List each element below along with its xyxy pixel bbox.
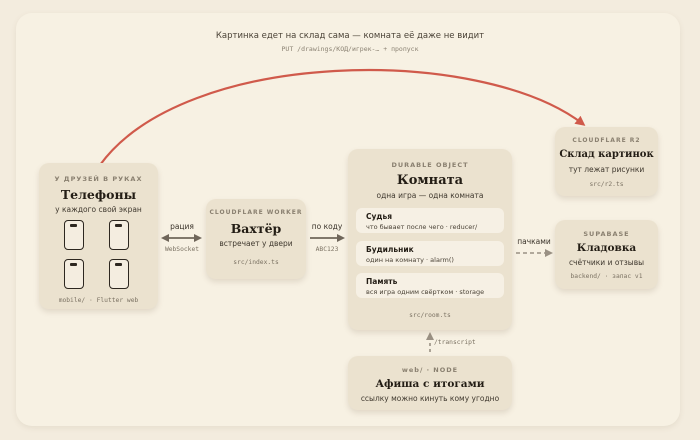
phones-kicker: У ДРУЗЕЙ В РУКАХ [54, 175, 143, 183]
room-title: Комната [396, 173, 464, 188]
node-subtitle: ссылку можно кинуть кому угодно [360, 394, 500, 403]
phone-icon [109, 259, 129, 289]
phone-icon [64, 220, 84, 250]
edge-label-main: рация [170, 222, 194, 231]
phones-title: Телефоны [60, 187, 137, 202]
edge-label-worker-room: по коду [300, 222, 354, 231]
r2-path: src/r2.ts [589, 181, 624, 188]
room-item-desc: один на комнату · alarm() [366, 256, 454, 264]
room-path: src/room.ts [409, 312, 451, 319]
node-title: Афиша с итогами [375, 378, 485, 390]
room-item-title: Судья [366, 212, 393, 221]
r2-title: Склад картинок [559, 149, 654, 160]
node-card: web/ · NODE Афиша с итогами ссылку можно… [348, 356, 512, 410]
room-item-desc: вся игра одним свёртком · storage [366, 288, 485, 296]
node-kicker: web/ · NODE [401, 366, 459, 374]
diagram-subcaption: PUT /drawings/КОД/игрек-… + пропуск [281, 45, 419, 53]
room-kicker: DURABLE OBJECT [391, 161, 469, 169]
supabase-title: Кладовка [576, 242, 637, 254]
phones-path: mobile/ · Flutter web [58, 297, 139, 304]
r2-card: CLOUDFLARE R2 Склад картинок тут лежат р… [555, 127, 658, 196]
phone-icon [64, 259, 84, 289]
diagram-caption: Картинка едет на склад сама — комната её… [215, 31, 485, 41]
supabase-path: backend/ · запас v1 [570, 273, 643, 280]
r2-kicker: CLOUDFLARE R2 [572, 137, 641, 144]
room-subtitle: одна игра — одна комната [376, 191, 484, 200]
room-card: DURABLE OBJECT Комната одна игра — одна … [348, 149, 512, 330]
room-item-judge: Судья что бывает после чего · reducer/ [356, 208, 504, 233]
room-item-title: Память [366, 277, 398, 286]
phone-icon [109, 220, 129, 250]
worker-title: Вахтёр [230, 221, 282, 236]
worker-card: CLOUDFLARE WORKER Вахтёр встречает у две… [206, 199, 306, 279]
phones-card: У ДРУЗЕЙ В РУКАХ Телефоны у каждого свой… [39, 163, 158, 309]
edge-label-room-supabase: пачками [510, 237, 558, 246]
edge-sublabel-phones-worker: WebSocket [152, 246, 212, 253]
edge-label-node-room: /transcript [434, 339, 494, 346]
edge-label-phones-worker: рация [156, 222, 208, 231]
supabase-card: SUPABASE Кладовка счётчики и отзывы back… [555, 220, 658, 289]
edge-sublabel-worker-room: ABC123 [300, 246, 354, 253]
room-item-alarm: Будильник один на комнату · alarm() [356, 241, 504, 266]
edge-label-sub: WebSocket [164, 246, 200, 253]
room-item-desc: что бывает после чего · reducer/ [366, 223, 478, 231]
supabase-subtitle: счётчики и отзывы [568, 258, 645, 267]
edge-label-sub: ABC123 [315, 246, 339, 253]
phones-subtitle: у каждого свой экран [55, 205, 142, 214]
edge-label-sub: /transcript [434, 339, 476, 346]
worker-path: src/index.ts [233, 259, 279, 266]
r2-subtitle: тут лежат рисунки [568, 165, 645, 174]
arrow-phones-to-r2 [99, 69, 586, 166]
worker-kicker: CLOUDFLARE WORKER [209, 209, 303, 216]
edge-label-main: по коду [311, 222, 343, 231]
supabase-kicker: SUPABASE [583, 230, 630, 238]
edge-label-main: пачками [517, 237, 551, 246]
room-item-storage: Память вся игра одним свёртком · storage [356, 273, 504, 298]
room-item-title: Будильник [366, 245, 414, 254]
worker-subtitle: встречает у двери [219, 239, 293, 248]
